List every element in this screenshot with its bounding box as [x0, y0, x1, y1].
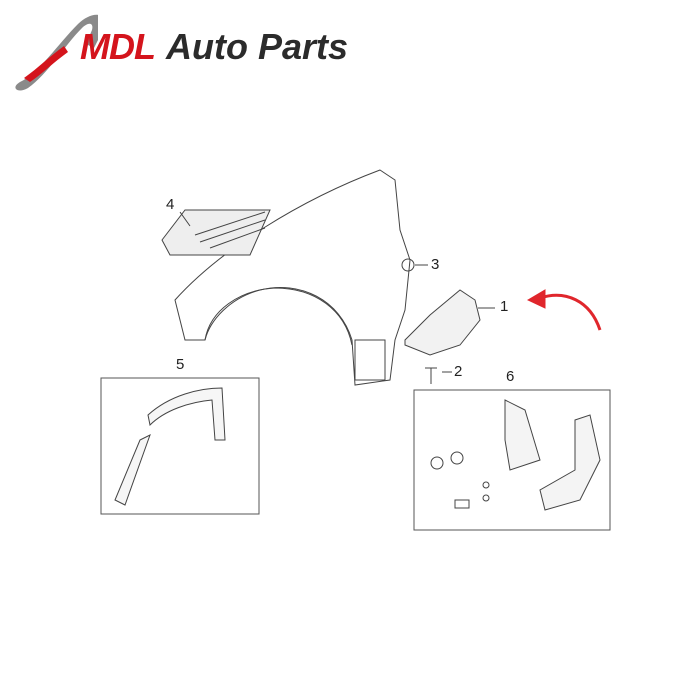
part-1-mudguard: [404, 289, 481, 356]
logo-mdl-text: MDL: [80, 26, 156, 67]
red-arrow-icon: [539, 293, 602, 331]
callout-2: 2: [454, 363, 463, 380]
part-6-box: [413, 389, 611, 531]
part-5-box: [100, 377, 260, 515]
callout-6: 6: [506, 368, 515, 385]
part-2-screw: [425, 367, 437, 384]
logo-auto-parts-text: Auto Parts: [166, 26, 349, 67]
callout-4: 4: [166, 196, 175, 213]
callout-5: 5: [176, 356, 185, 373]
part-3-clip: [401, 258, 415, 272]
brand-logo: MDL Auto Parts: [8, 4, 368, 96]
swoosh-icon: [15, 14, 105, 91]
callout-1: 1: [500, 298, 509, 315]
callout-3: 3: [431, 256, 440, 273]
fender-outline: [174, 169, 411, 386]
part-4-badge: [161, 209, 271, 256]
